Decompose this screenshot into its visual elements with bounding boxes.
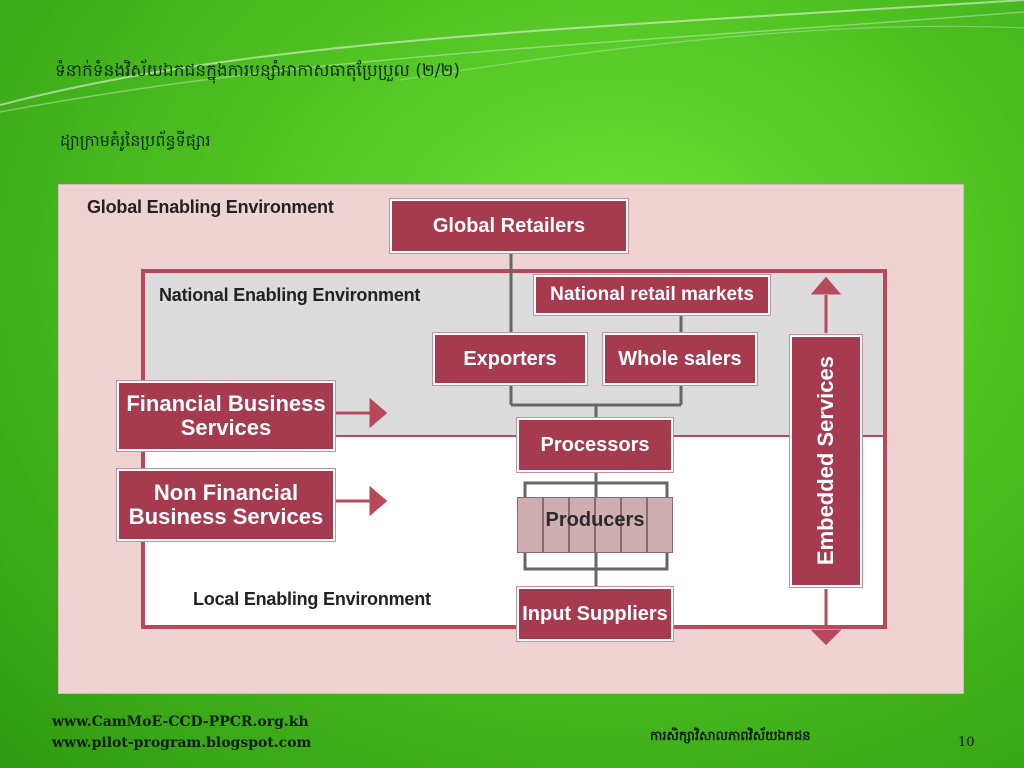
producer-unit [621, 497, 647, 553]
producers-group: Producers [517, 497, 673, 555]
producer-unit [543, 497, 569, 553]
market-system-diagram: Global Enabling Environment National Ena… [58, 184, 964, 694]
financial-services-box: Financial Business Services [117, 381, 335, 451]
footer-link-ccd[interactable]: www.CamMoE-CCD-PPCR.org.kh [52, 714, 309, 730]
producer-unit [595, 497, 621, 553]
exporters-box: Exporters [433, 333, 587, 385]
wholesalers-box: Whole salers [603, 333, 757, 385]
producer-unit [569, 497, 595, 553]
slide-title: ទំនាក់ទំនងវិស័យឯកជនក្នុងការបន្សាំអាកាសធា… [55, 61, 460, 81]
embedded-services-box: Embedded Services [790, 335, 862, 587]
page-number: 10 [958, 735, 975, 750]
input-suppliers-box: Input Suppliers [517, 587, 673, 641]
slide-subtitle: ដ្យាក្រាមគំរូនៃប្រព័ន្ធទីផ្សារ [60, 131, 211, 150]
footer-links: www.CamMoE-CCD-PPCR.org.kh www.pilot-pro… [52, 712, 311, 754]
processors-box: Processors [517, 418, 673, 472]
global-retailers-box: Global Retailers [390, 199, 628, 253]
embedded-services-label: Embedded Services [813, 356, 839, 566]
producer-unit [517, 497, 543, 553]
local-zone-label: Local Enabling Environment [193, 589, 431, 609]
national-zone-label: National Enabling Environment [159, 285, 421, 305]
producers-label: Producers [545, 509, 645, 531]
footer-center-text: ការសិក្សាវិសាលភាពវិស័យឯកជន [650, 729, 811, 744]
non-financial-services-box: Non Financial Business Services [117, 469, 335, 541]
global-zone-label: Global Enabling Environment [87, 197, 334, 217]
footer-link-blog[interactable]: www.pilot-program.blogspot.com [52, 735, 312, 751]
national-retail-box: National retail markets [534, 275, 770, 315]
producer-unit [647, 497, 673, 553]
